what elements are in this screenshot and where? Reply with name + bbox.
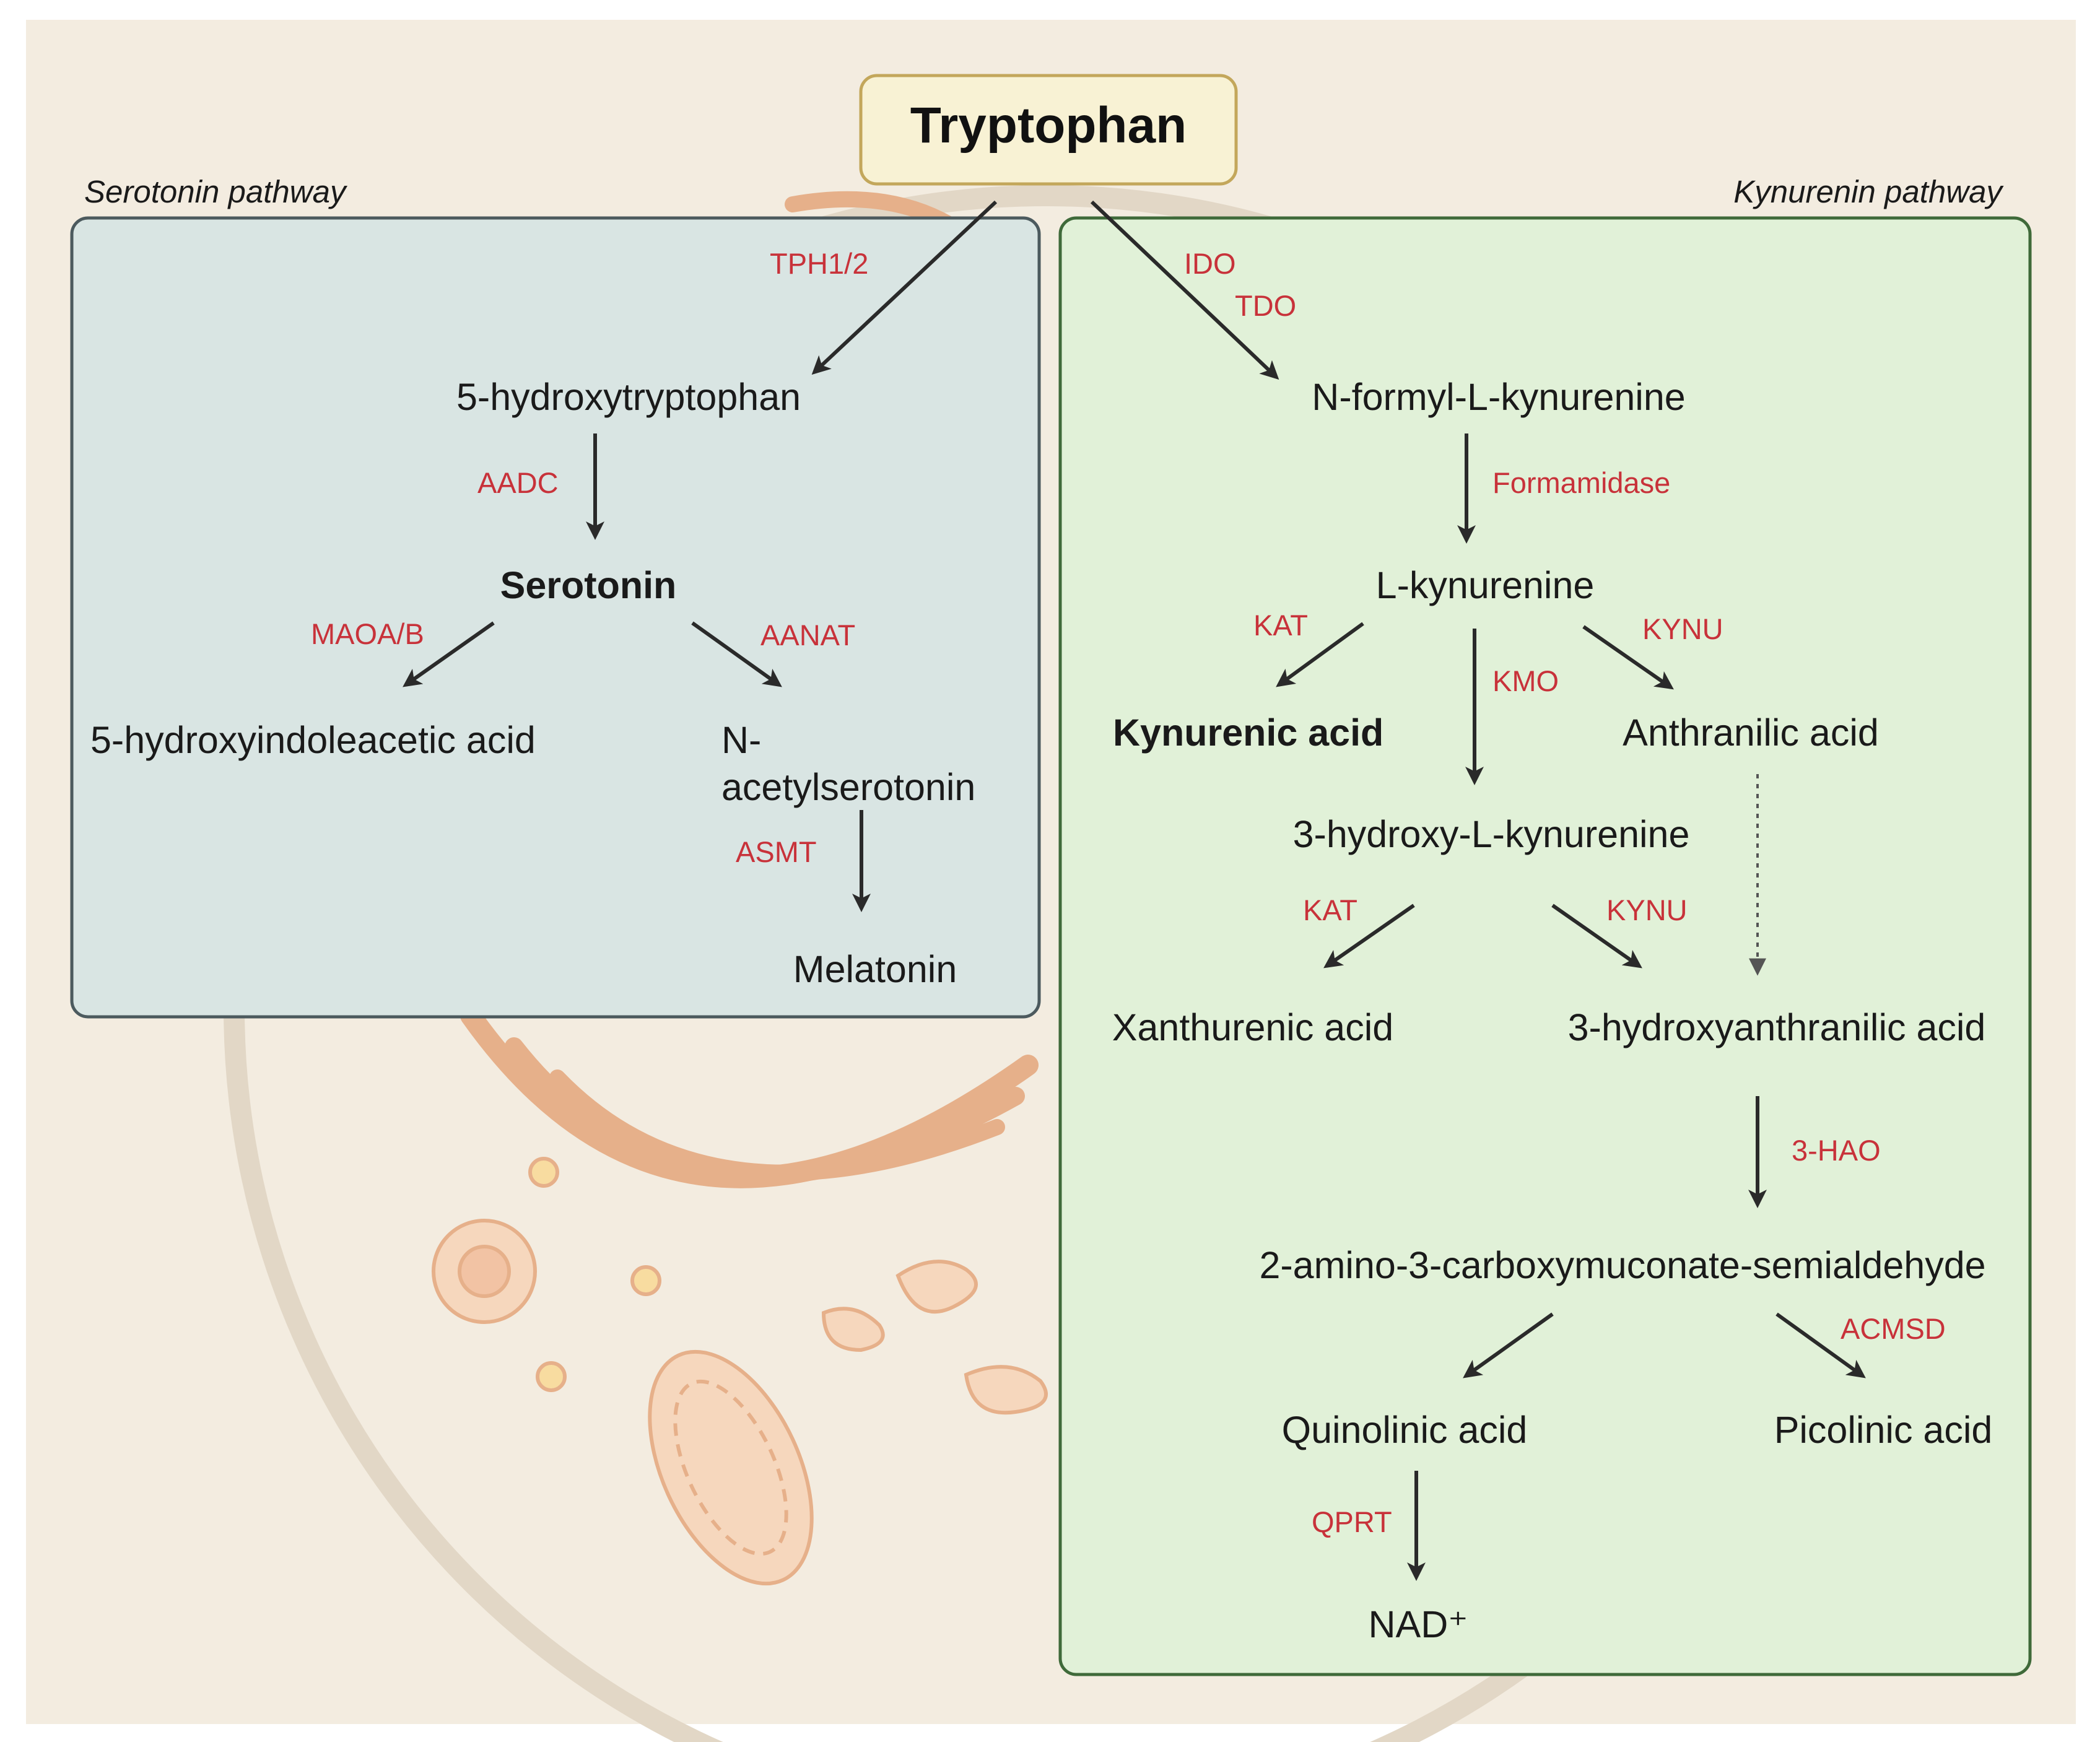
enzyme-kmo: KMO [1492, 664, 1559, 697]
serotonin-pathway-label: Serotonin pathway [84, 174, 346, 209]
enzyme-kynu-1: KYNU [1642, 612, 1723, 645]
arrow-acms-qa [1463, 1312, 1554, 1378]
golgi-arc-3 [549, 1069, 1005, 1181]
metabolite-melatonin: Melatonin [793, 948, 957, 990]
metabolite-quinolinic-acid: Quinolinic acid [1281, 1409, 1528, 1451]
metabolite-3-hydroxyanthranilic-acid: 3-hydroxyanthranilic acid [1567, 1006, 1986, 1048]
mitochondrion [648, 1349, 814, 1586]
metabolite-l-kynurenine: L-kynurenine [1375, 564, 1595, 606]
enzyme-kynu-2: KYNU [1606, 894, 1688, 926]
arrows [403, 200, 1866, 1581]
arrow-acms-pa [1775, 1312, 1866, 1378]
metabolite-5-hydroxyindoleacetic-acid: 5-hydroxyindoleacetic acid [90, 719, 536, 761]
metabolite-xanthurenic-acid: Xanthurenic acid [1112, 1006, 1394, 1048]
organelles [432, 191, 1048, 1586]
tryptophan-box [859, 74, 1238, 186]
er-2 [964, 1365, 1048, 1415]
metabolite-anthranilic-acid: Anthranilic acid [1623, 712, 1879, 754]
metabolite-n-formyl-l-kynurenine: N-formyl-L-kynurenine [1312, 376, 1686, 418]
enzyme-tph: TPH1/2 [770, 247, 869, 280]
arrow-lkyn-kyna [1276, 622, 1364, 687]
arrow-trp-nfk [1090, 200, 1279, 380]
arrow-serotonin-5hiaa [403, 621, 495, 687]
enzyme-aadc: AADC [477, 466, 559, 499]
serotonin-pathway-box [70, 216, 1041, 1019]
enzyme-ido: IDO [1184, 247, 1236, 280]
vesicle-3 [536, 1361, 567, 1392]
enzyme-aanat: AANAT [760, 619, 856, 651]
kynurenin-pathway-label: Kynurenin pathway [1733, 174, 2002, 209]
arrow-serotonin-nas [691, 621, 782, 687]
metabolite-3-hydroxy-l-kynurenine: 3-hydroxy-L-kynurenine [1292, 813, 1690, 855]
metabolite-5-hydroxytryptophan: 5-hydroxytryptophan [456, 376, 801, 418]
tryptophan-title: Tryptophan [910, 97, 1187, 154]
metabolite-n-acetylserotonin-line2: acetylserotonin [721, 766, 976, 808]
metabolite-picolinic-acid: Picolinic acid [1774, 1409, 1993, 1451]
enzyme-acmsd: ACMSD [1841, 1312, 1946, 1345]
vesicle-core [458, 1245, 511, 1298]
enzyme-qprt: QPRT [1312, 1505, 1392, 1538]
metabolite-2-amino-3-carboxymuconate-semialdehyde: 2-amino-3-carboxymuconate-semialdehyde [1259, 1244, 1986, 1286]
enzyme-asmt: ASMT [736, 835, 817, 868]
metabolite-nad: NAD⁺ [1368, 1603, 1468, 1645]
metabolite-kynurenic-acid: Kynurenic acid [1113, 712, 1384, 754]
metabolite-n-acetylserotonin-line1: N- [721, 719, 762, 761]
metabolite-serotonin: Serotonin [500, 564, 677, 606]
vesicle-1 [528, 1157, 559, 1188]
arrow-trp-5htp [811, 200, 998, 375]
er-1 [895, 1260, 978, 1314]
enzyme-3-hao: 3-HAO [1792, 1134, 1881, 1167]
vesicle-2 [630, 1265, 661, 1296]
arrow-lkyn-aa [1582, 625, 1674, 690]
enzyme-kat-1: KAT [1253, 609, 1308, 642]
enzyme-formamidase: Formamidase [1492, 466, 1671, 499]
mitochondrion-inner [673, 1379, 788, 1556]
kynurenin-pathway-box [1058, 216, 2032, 1676]
arrow-3hk-xa [1323, 904, 1415, 969]
arrow-3hk-3haa [1551, 904, 1642, 969]
enzyme-kat-2: KAT [1303, 894, 1357, 926]
enzyme-tdo: TDO [1235, 289, 1297, 322]
enzyme-maoa-b: MAOA/B [311, 617, 424, 650]
er-3 [821, 1307, 885, 1352]
